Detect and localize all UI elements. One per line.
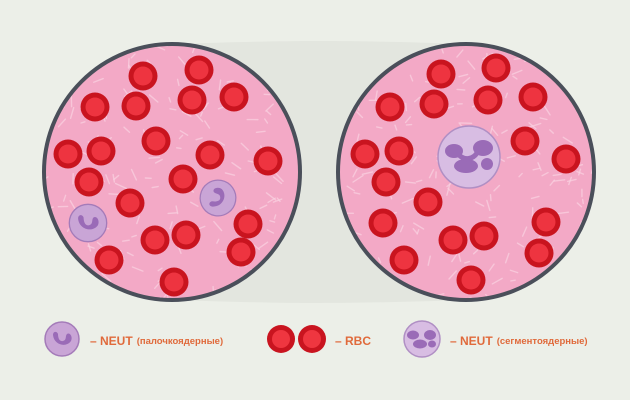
legend-segmented-neutrophil: – NEUT (сегментоядерные) [400,318,588,365]
red-blood-cell [226,237,256,267]
legend-band-label: – NEUT [90,334,133,348]
red-blood-cell [80,92,110,122]
red-blood-cell [128,61,158,91]
legend-band-sublabel: (палочкоядерные) [136,335,224,347]
red-blood-cell [233,209,263,239]
red-blood-cell [419,89,449,119]
red-blood-cell [518,82,548,112]
legend-rbc-label: – RBC [335,334,372,348]
red-blood-cell [368,208,398,238]
red-blood-cell [53,139,83,169]
red-blood-cell [510,126,540,156]
red-blood-cell [456,265,486,295]
red-blood-cell [426,59,456,89]
red-blood-cell [253,146,283,176]
legend-band-neutrophil: – NEUT (палочкоядерные) [40,320,223,362]
red-blood-cell [159,267,189,297]
red-blood-cell [350,139,380,169]
red-blood-cell [121,91,151,121]
red-blood-cell [115,188,145,218]
red-blood-cell [171,220,201,250]
red-blood-cell [389,245,419,275]
red-blood-cell [219,82,249,112]
red-blood-cell [140,225,170,255]
segmented-neutrophil [437,125,501,189]
red-blood-cell [168,164,198,194]
legend-segmented-label: – NEUT [450,334,493,348]
left-smear-circle [42,42,302,302]
red-blood-cell [438,225,468,255]
red-blood-cell [74,167,104,197]
red-blood-cell [524,238,554,268]
red-blood-cell [531,207,561,237]
red-blood-cell [469,221,499,251]
legend-rbc: – RBC [265,320,371,362]
red-blood-cell [371,167,401,197]
red-blood-cell [375,92,405,122]
band-neutrophil [68,203,108,243]
band-neutrophil-icon [40,318,84,365]
red-blood-cell [94,245,124,275]
red-blood-cell [141,126,171,156]
right-smear-circle [336,42,596,302]
red-blood-cell [177,85,207,115]
red-blood-cell [184,55,214,85]
red-blood-cell [413,187,443,217]
red-blood-cell [384,136,414,166]
legend-segmented-sublabel: (сегментоядерные) [496,335,588,347]
red-blood-cell [473,85,503,115]
band-neutrophil [199,179,237,217]
red-blood-cell [195,140,225,170]
red-blood-cell [551,144,581,174]
red-blood-cell [481,53,511,83]
segmented-neutrophil-icon [400,318,444,365]
red-blood-cell [86,136,116,166]
red-blood-cell-icon [265,318,329,365]
